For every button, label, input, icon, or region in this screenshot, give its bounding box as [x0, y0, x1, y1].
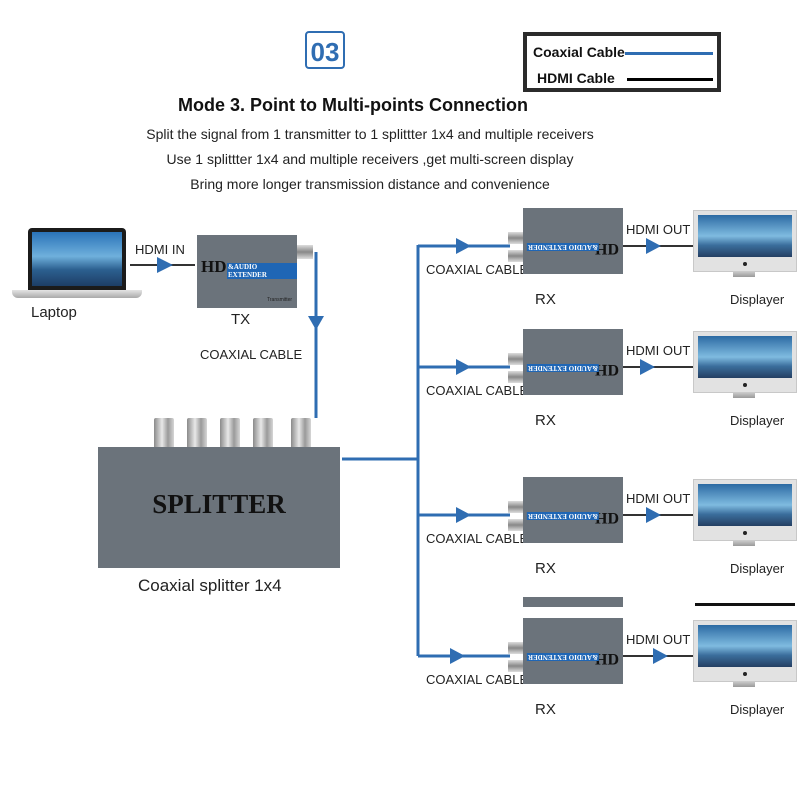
subtitle-line-2: Use 1 splittter 1x4 and multiple receive… [166, 151, 574, 167]
bnc-port-icon [154, 418, 174, 448]
rx-product: &AUDIO EXTENDER [527, 364, 599, 372]
rx-bnc-connector [508, 519, 524, 531]
rx-device: HD&AUDIO EXTENDER [523, 618, 623, 684]
display-icon [693, 479, 797, 541]
rx-label: RX [535, 560, 556, 577]
rx-coax-label: COAXIAL CABLE [426, 383, 529, 398]
branch-4 [418, 648, 693, 664]
rx-product: &AUDIO EXTENDER [527, 512, 599, 520]
rx-device: HD&AUDIO EXTENDER [523, 208, 623, 274]
rx-bnc-connector [508, 353, 524, 365]
display-label: Displayer [730, 292, 785, 307]
rx-bnc-connector [508, 642, 524, 654]
rx-coax-label: COAXIAL CABLE [426, 672, 529, 687]
tx-device: HD &AUDIO EXTENDER Transmitter [197, 235, 297, 308]
laptop-icon [28, 228, 126, 290]
display-icon [693, 210, 797, 272]
laptop-screen [32, 232, 122, 286]
display-stand [733, 540, 755, 546]
rx-device: HD&AUDIO EXTENDER [523, 329, 623, 395]
rx-product: &AUDIO EXTENDER [527, 653, 599, 661]
hdmi-out-label: HDMI OUT [626, 491, 691, 506]
tx-brand: HD [201, 257, 227, 276]
coax-arrow-icon [456, 238, 471, 254]
laptop-label: Laptop [31, 304, 77, 321]
rx-bnc-connector [508, 232, 524, 244]
display-stand [733, 681, 755, 687]
rx-coax-label: COAXIAL CABLE [426, 262, 529, 277]
legend-line-hdmi [627, 78, 713, 81]
rx-device-stack [523, 597, 623, 607]
display-label: Displayer [730, 561, 785, 576]
display-logo [743, 262, 747, 266]
rx-bnc-connector [508, 660, 524, 672]
hdmi-out-arrow-icon [646, 238, 661, 254]
tx-coax-label: COAXIAL CABLE [200, 347, 303, 362]
cable-legend: Coaxial Cable HDMI Cable [523, 32, 721, 92]
rx-label: RX [535, 701, 556, 718]
subtitle-line-3: Bring more longer transmission distance … [190, 176, 550, 192]
tx-bnc-connector [297, 245, 313, 259]
hdmi-in-arrow-icon [157, 257, 173, 273]
rx-label: RX [535, 291, 556, 308]
splitter-caption: Coaxial splitter 1x4 [138, 576, 282, 595]
hdmi-out-label: HDMI OUT [626, 222, 691, 237]
legend-label-hdmi: HDMI Cable [537, 70, 615, 86]
display-screen [698, 484, 792, 526]
display-screen [698, 336, 792, 378]
subtitle-line-1: Split the signal from 1 transmitter to 1… [146, 126, 594, 142]
display-icon [693, 620, 797, 682]
display-screen [698, 625, 792, 667]
rx-label: RX [535, 412, 556, 429]
bnc-port-icon [187, 418, 207, 448]
hdmi-out-arrow-icon [653, 648, 668, 664]
display-logo [743, 531, 747, 535]
tx-model: Transmitter [267, 297, 293, 303]
rx-bnc-connector [508, 250, 524, 262]
rx-bnc-connector [508, 371, 524, 383]
tx-product: &AUDIO EXTENDER [227, 263, 297, 279]
coax-arrow-icon [450, 648, 465, 664]
hdmi-out-label: HDMI OUT [626, 343, 691, 358]
branch-2 [418, 359, 693, 375]
laptop-base [12, 290, 142, 298]
page-title: Mode 3. Point to Multi-points Connection [178, 95, 528, 115]
branch-1 [418, 238, 693, 254]
coax-arrow-icon [456, 359, 471, 375]
hdmi-in-label: HDMI IN [135, 242, 185, 257]
branch-3 [418, 507, 693, 523]
bnc-port-icon [220, 418, 240, 448]
rx-bnc-connector [508, 501, 524, 513]
coax-arrow-icon [456, 507, 471, 523]
display-stand [733, 271, 755, 277]
tx-label: TX [231, 311, 251, 328]
display-label: Displayer [730, 413, 785, 428]
legend-line-coaxial [625, 52, 713, 55]
display-logo [743, 672, 747, 676]
display-icon [693, 331, 797, 393]
splitter-name: SPLITTER [152, 489, 286, 519]
display-top-edge [695, 603, 795, 606]
rx-product: &AUDIO EXTENDER [527, 243, 599, 251]
hdmi-out-arrow-icon [646, 507, 661, 523]
rx-device: HD&AUDIO EXTENDER [523, 477, 623, 543]
display-logo [743, 383, 747, 387]
display-screen [698, 215, 792, 257]
legend-label-coaxial: Coaxial Cable [533, 44, 625, 60]
display-label: Displayer [730, 702, 785, 717]
bnc-port-icon [291, 418, 311, 448]
rx-coax-label: COAXIAL CABLE [426, 531, 529, 546]
bnc-port-icon [253, 418, 273, 448]
hdmi-out-label: HDMI OUT [626, 632, 691, 647]
display-stand [733, 392, 755, 398]
splitter-device: SPLITTER [98, 447, 340, 568]
tx-coax-arrow-icon [308, 316, 324, 330]
mode-number-badge: 03 [305, 31, 345, 69]
hdmi-out-arrow-icon [640, 359, 655, 375]
